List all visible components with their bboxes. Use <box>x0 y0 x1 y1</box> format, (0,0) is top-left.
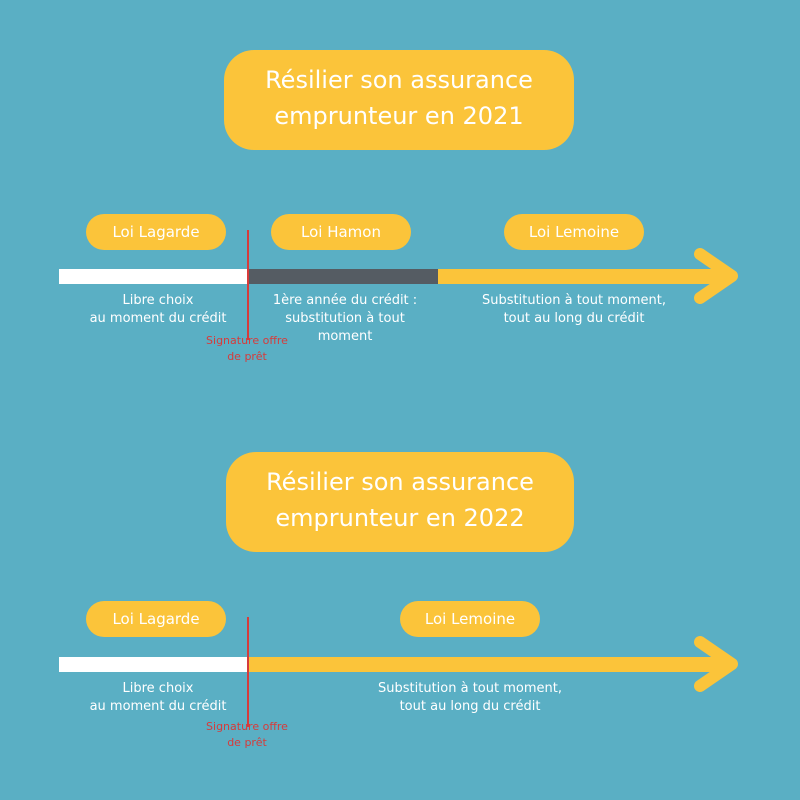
timeline-segment-lagarde-2022 <box>59 657 248 672</box>
caption-lagarde-2022: Libre choix au moment du crédit <box>89 681 227 714</box>
signature-marker-2022 <box>247 617 249 727</box>
signature-marker-2021 <box>247 230 249 340</box>
law-badge-lemoine-2022: Loi Lemoine <box>400 601 540 637</box>
timeline-arrowhead-2021 <box>694 248 738 304</box>
law-badge-lemoine-2021: Loi Lemoine <box>504 214 644 250</box>
law-badge-lagarde-2022: Loi Lagarde <box>86 601 226 637</box>
timeline-segment-lemoine-2021 <box>438 269 730 284</box>
caption-lemoine-2022: Substitution à tout moment, tout au long… <box>378 681 562 714</box>
timeline-arrowhead-2022 <box>694 636 738 692</box>
signature-label-2021: Signature offre de prêt <box>206 334 288 363</box>
timeline-segment-lemoine-2022 <box>248 657 730 672</box>
timeline-segment-lagarde-2021 <box>59 269 248 284</box>
title-2021: Résilier son assurance emprunteur en 202… <box>224 50 574 150</box>
timeline-segment-hamon-2021 <box>248 269 438 284</box>
title-2022: Résilier son assurance emprunteur en 202… <box>226 452 574 552</box>
law-badge-hamon-2021: Loi Hamon <box>271 214 411 250</box>
caption-lemoine-2021: Substitution à tout moment, tout au long… <box>482 293 666 326</box>
signature-label-2022: Signature offre de prêt <box>206 720 288 749</box>
caption-hamon-2021: 1ère année du crédit : substitution à to… <box>272 293 418 344</box>
law-badge-lagarde-2021: Loi Lagarde <box>86 214 226 250</box>
caption-lagarde-2021: Libre choix au moment du crédit <box>89 293 227 326</box>
